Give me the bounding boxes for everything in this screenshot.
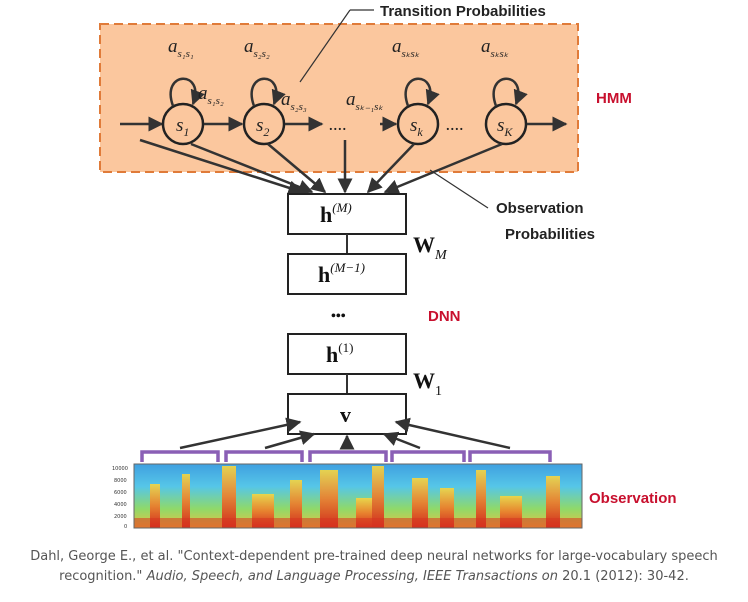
a-s2s3-label: as₂s₃ [281, 89, 307, 113]
layer-hM-box [287, 193, 407, 235]
hmm-dnn-diagram: Transition Probabilities HMM .... .... s… [99, 3, 677, 530]
spec-tick-4: 2000 [114, 514, 127, 520]
layer-h1-label: h(1) [326, 340, 353, 367]
layer-v-box [287, 393, 407, 435]
bracket-1 [140, 450, 220, 462]
a-s1s2-label: as₁s₂ [198, 83, 224, 107]
observation-leader-line [429, 169, 489, 209]
a-sk1sk-label: asₖ₋₁sₖ [346, 89, 383, 113]
dots-k-K: .... [446, 114, 464, 134]
citation: Dahl, George E., et al. "Context-depende… [0, 547, 748, 587]
spec-tick-5: 0 [124, 524, 127, 530]
emission-arrow-1 [139, 138, 304, 196]
dnn-label: DNN [428, 308, 461, 325]
bracket-3 [308, 450, 388, 462]
layer-hM-label: h(M) [320, 200, 352, 227]
state-s1 [161, 102, 205, 146]
emission-arrow-2 [190, 142, 314, 194]
input-arrow-1 [179, 417, 302, 450]
citation-journal: Audio, Speech, and Language Processing, … [146, 569, 558, 584]
observation-prob-label-2: Probabilities [505, 226, 595, 243]
layer-hM1-box [287, 253, 407, 295]
weight-W1-label: W1 [413, 368, 442, 399]
self-loop-s2 [250, 77, 286, 107]
state-s1-label: s1 [176, 115, 189, 139]
a-s1s1-label: as₁s₁ [168, 36, 194, 60]
weight-WM-label: WM [413, 232, 448, 263]
layer-ellipsis: ••• [331, 309, 346, 324]
spec-tick-2: 6000 [114, 490, 127, 496]
state-s2 [242, 102, 286, 146]
emission-arrow-6 [383, 142, 503, 194]
state-sK [484, 102, 528, 146]
input-arrow-2 [264, 430, 316, 450]
input-arrow-5 [394, 417, 511, 450]
observation-label: Observation [589, 490, 677, 507]
spec-tick-1: 8000 [114, 478, 127, 484]
a-s2s2-label: as₂s₂ [244, 36, 270, 60]
a-sKsK-label: asₖsₖ [481, 36, 509, 60]
state-sk-label: sk [410, 115, 423, 139]
state-s2-label: s2 [256, 115, 269, 139]
layer-v-label: v [340, 402, 351, 427]
emission-arrow-3 [267, 143, 327, 193]
dots-2-k: .... [329, 114, 347, 134]
transition-probabilities-label: Transition Probabilities [380, 3, 546, 20]
a-sksk-label: asₖsₖ [392, 36, 420, 60]
spec-tick-0: 10000 [112, 466, 128, 472]
emission-arrow-5 [366, 143, 415, 194]
layer-hM1-label: h(M−1) [318, 260, 365, 287]
self-loop-sk [404, 77, 440, 107]
spectrogram: 10000 8000 6000 4000 2000 0 [112, 463, 583, 530]
citation-volume: 20.1 (2012): 30-42. [557, 569, 689, 584]
citation-text: Dahl, George E., et al. "Context-depende… [30, 549, 718, 584]
bracket-2 [224, 450, 304, 462]
hmm-box [99, 23, 579, 173]
bracket-5 [468, 450, 552, 462]
self-loop-sK [492, 77, 528, 107]
bracket-4 [390, 450, 466, 462]
layer-h1-box [287, 333, 407, 375]
transition-leader-line [299, 9, 351, 83]
input-arrow-4 [382, 431, 421, 450]
window-brackets [140, 450, 552, 462]
observation-prob-label-1: Observation [496, 200, 584, 217]
self-loop-s1 [169, 77, 205, 107]
state-sK-label: sK [497, 115, 513, 139]
hmm-label: HMM [596, 90, 632, 107]
spec-tick-3: 4000 [114, 502, 127, 508]
state-sk [396, 102, 440, 146]
